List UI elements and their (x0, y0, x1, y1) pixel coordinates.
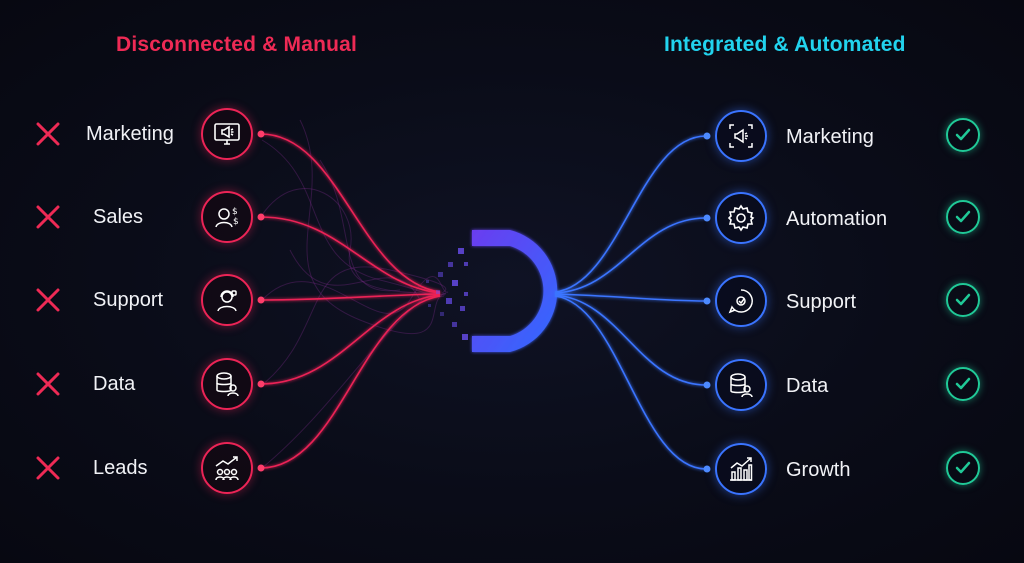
wire-left-support (260, 293, 441, 301)
check-icon (946, 367, 980, 401)
pixel-particles (426, 248, 468, 340)
wire-left-data (260, 294, 441, 385)
right-row-data: Data (712, 357, 1012, 413)
heading-integrated: Integrated & Automated (664, 33, 906, 56)
monitor-megaphone-icon (201, 108, 253, 160)
left-wire-dots (257, 130, 265, 472)
wire-left-leads (260, 295, 441, 469)
check-icon (946, 118, 980, 152)
right-label-data: Data (786, 375, 829, 397)
left-label-data: Data (93, 373, 136, 395)
chat-agent-icon (715, 275, 767, 327)
cross-icon (31, 451, 65, 485)
check-icon (946, 283, 980, 317)
right-wires (554, 135, 707, 470)
left-row-marketing: Marketing (0, 106, 270, 162)
megaphone-frame-icon (715, 110, 767, 162)
wire-right-marketing (554, 135, 707, 293)
left-wires (260, 133, 441, 469)
wire-right-growth (554, 295, 707, 470)
left-label-support: Support (93, 289, 164, 311)
left-row-support: Support (0, 272, 270, 328)
right-label-automation: Automation (786, 208, 888, 230)
check-icon (946, 451, 980, 485)
left-row-sales: Sales $ $ (0, 189, 270, 245)
svg-text:$: $ (232, 207, 238, 217)
hub-logo (472, 230, 558, 352)
check-icon (946, 200, 980, 234)
support-agent-icon (201, 274, 253, 326)
bar-chart-growth-icon (715, 443, 767, 495)
right-label-support: Support (786, 291, 857, 313)
wire-left-sales (260, 216, 441, 294)
left-label-leads: Leads (93, 457, 148, 479)
wire-left-marketing (260, 133, 441, 293)
right-wire-dots (703, 132, 711, 473)
left-label-marketing: Marketing (86, 123, 174, 145)
person-dollar-icon: $ $ (201, 191, 253, 243)
cross-icon (31, 117, 65, 151)
right-row-support: Support (712, 273, 1012, 329)
right-row-automation: Automation (712, 190, 1012, 246)
right-label-growth: Growth (786, 459, 851, 481)
right-row-marketing: Marketing (712, 108, 1012, 164)
wire-right-automation (554, 217, 707, 294)
cross-icon (31, 283, 65, 317)
wire-right-data (554, 294, 707, 386)
left-row-data: Data (0, 356, 270, 412)
left-label-sales: Sales (93, 206, 144, 228)
cross-icon (31, 367, 65, 401)
database-user-icon (201, 358, 253, 410)
svg-text:$: $ (233, 217, 239, 227)
right-label-marketing: Marketing (786, 126, 874, 148)
gear-icon (715, 192, 767, 244)
right-row-growth: Growth (712, 441, 1012, 497)
database-user-icon (715, 359, 767, 411)
left-row-leads: Leads (0, 440, 270, 496)
wire-right-support (554, 293, 707, 302)
heading-disconnected: Disconnected & Manual (116, 33, 358, 56)
cross-icon (31, 200, 65, 234)
group-growth-icon (201, 442, 253, 494)
